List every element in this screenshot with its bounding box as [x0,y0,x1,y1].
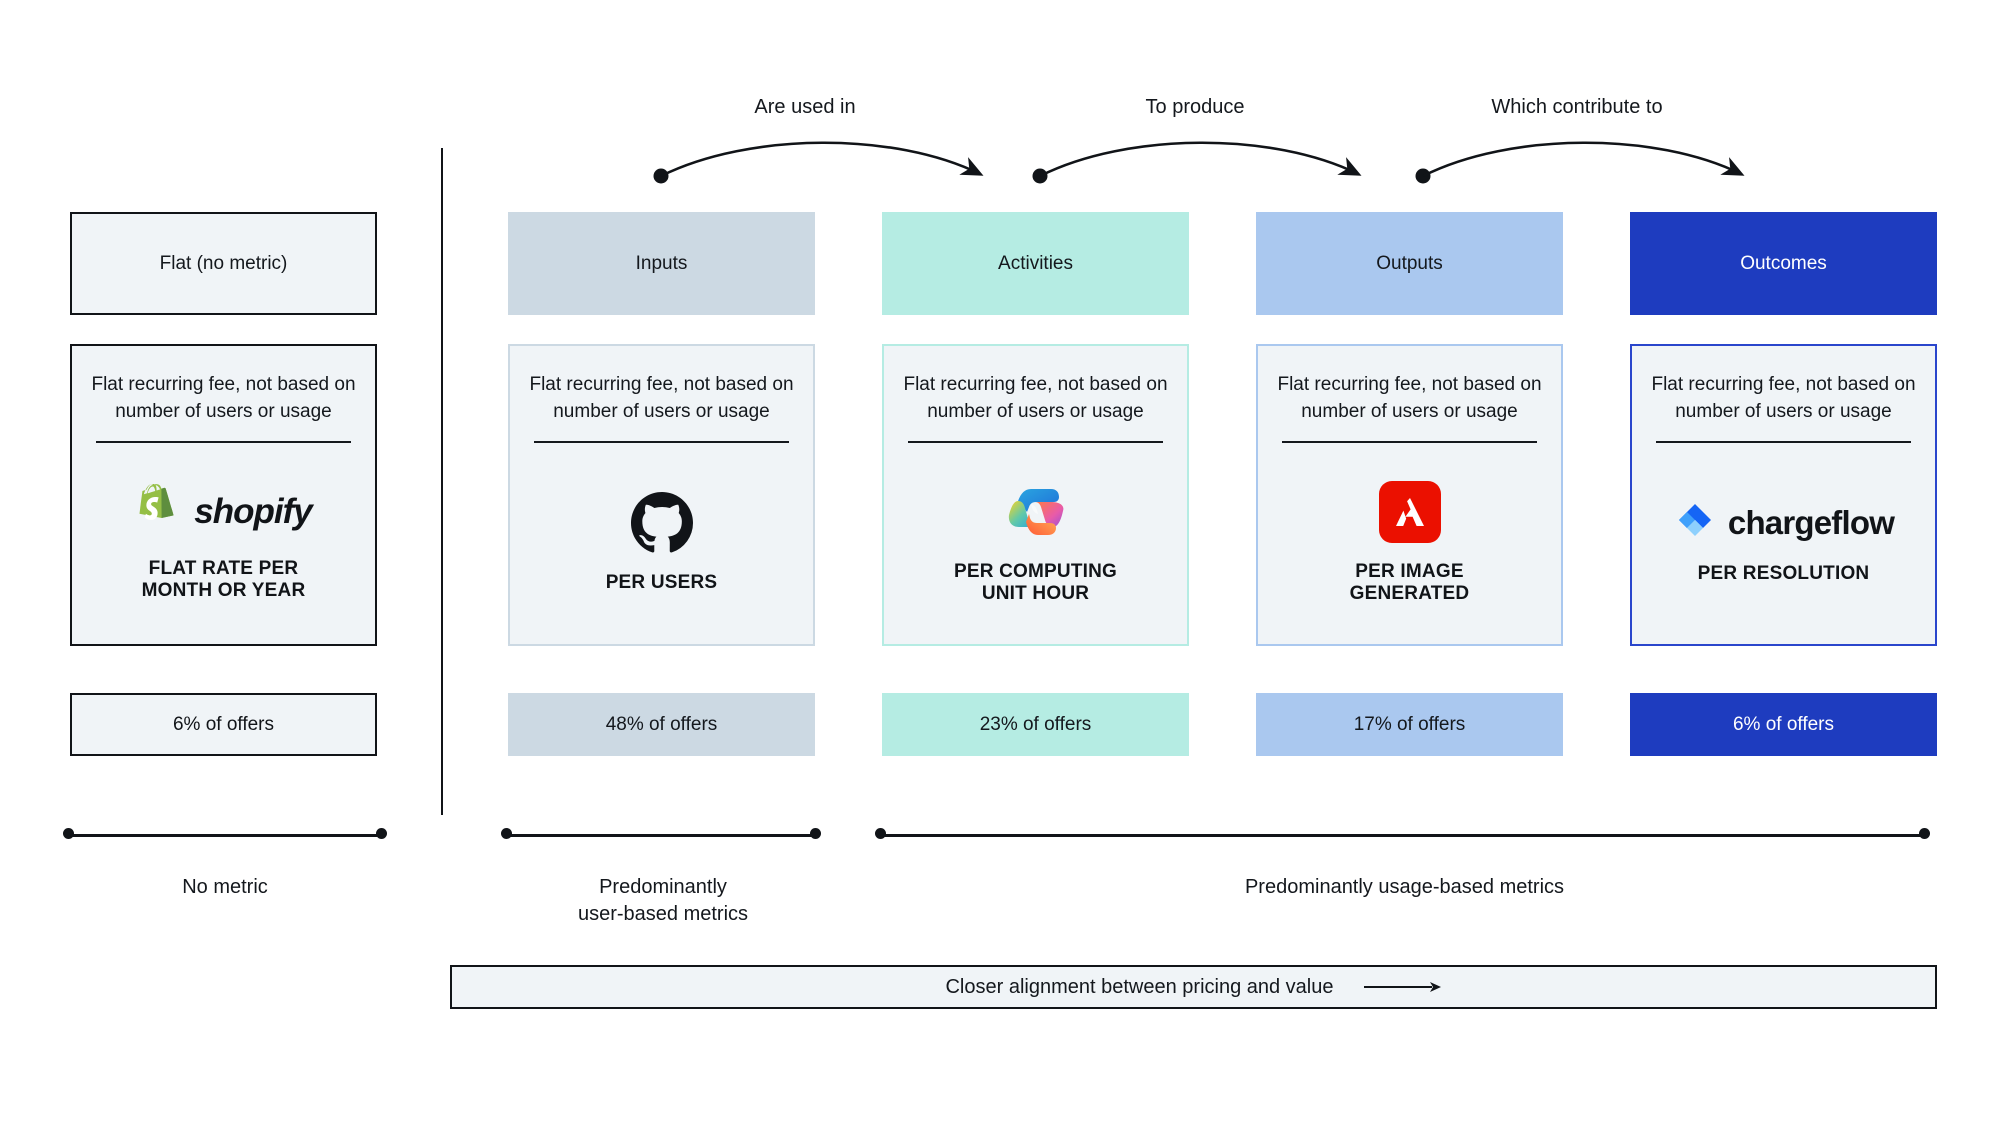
outputs-card-logo-area: PER IMAGE GENERATED [1258,443,1561,644]
shopify-bag-icon [139,483,174,520]
column-percentage-outputs-label: 17% of offers [1353,713,1466,735]
column-header-outcomes: Outcomes [1630,212,1937,315]
alignment-bar: Closer alignment between pricing and val… [450,965,1937,1009]
column-card-activities: Flat recurring fee, not based on number … [882,344,1189,646]
flat-card-rule [96,440,351,443]
alignment-bar-label: Closer alignment between pricing and val… [945,975,1334,998]
shopify-logo: shopify [135,483,313,540]
flat-column-header-label: Flat (no metric) [159,252,288,274]
column-percentage-outputs: 17% of offers [1256,693,1563,756]
column-header-inputs-label: Inputs [635,252,688,274]
adobe-logo [1378,480,1441,543]
column-percentage-inputs: 48% of offers [508,693,815,756]
outcomes-card-logo-area: chargeflow PER RESOLUTION [1632,443,1935,644]
flow-arrows [653,141,1745,184]
chargeflow-mark-icon [1678,504,1711,537]
flow-caption-2: To produce [1145,96,1245,118]
flat-card-logo-area: shopify FLAT RATE PER MONTH OR YEAR [72,443,375,644]
column-header-activities: Activities [882,212,1189,315]
outcomes-card-metric-label: PER RESOLUTION [1697,563,1870,585]
microsoft-copilot-logo [1008,488,1063,535]
activities-card-description: Flat recurring fee, not based on number … [903,374,1168,422]
flat-column-percentage-label: 6% of offers [172,713,275,735]
inputs-card-description: Flat recurring fee, not based on number … [529,374,794,422]
outcomes-card-rule [1656,440,1911,443]
activities-card-metric-label: PER COMPUTING UNIT HOUR [953,560,1118,605]
github-logo [630,492,693,553]
bracket-caption-no-metric: No metric [182,876,268,898]
flat-column-header: Flat (no metric) [70,212,377,315]
bracket-no-metric [60,824,390,850]
column-header-activities-label: Activities [998,252,1073,274]
flat-card-metric-label: FLAT RATE PER MONTH OR YEAR [141,557,306,602]
column-percentage-activities-label: 23% of offers [979,713,1092,735]
bracket-caption-usage-based: Predominantly usage-based metrics [1244,876,1565,898]
section-divider [441,148,443,815]
column-percentage-outcomes-label: 6% of offers [1732,713,1835,735]
inputs-card-logo-area: PER USERS [510,443,813,644]
shopify-wordmark: shopify [194,491,312,531]
right-arrow-icon [1363,982,1441,992]
column-header-outcomes-label: Outcomes [1740,252,1827,274]
flow-caption-3: Which contribute to [1491,96,1663,118]
column-card-outcomes: Flat recurring fee, not based on number … [1630,344,1937,646]
column-header-outputs-label: Outputs [1376,252,1443,274]
flat-column-card: Flat recurring fee, not based on number … [70,344,377,646]
outputs-card-description: Flat recurring fee, not based on number … [1277,374,1542,422]
outputs-card-metric-label: PER IMAGE GENERATED [1349,560,1470,605]
column-header-inputs: Inputs [508,212,815,315]
chargeflow-wordmark: chargeflow [1727,504,1895,542]
adobe-a-icon [1395,497,1424,526]
column-percentage-inputs-label: 48% of offers [605,713,718,735]
chargeflow-logo: chargeflow [1673,501,1895,545]
inputs-card-metric-label: PER USERS [605,572,718,594]
column-percentage-outcomes: 6% of offers [1630,693,1937,756]
flow-caption-1: Are used in [754,96,856,118]
outputs-card-rule [1282,440,1537,443]
column-percentage-activities: 23% of offers [882,693,1189,756]
flat-card-description: Flat recurring fee, not based on number … [91,374,356,422]
activities-card-logo-area: PER COMPUTING UNIT HOUR [884,443,1187,644]
column-card-inputs: Flat recurring fee, not based on number … [508,344,815,646]
inputs-card-rule [534,440,789,443]
bracket-usage-based [872,824,1937,850]
bracket-caption-user-based: Predominantly user-based metrics [577,876,749,925]
column-card-outputs: Flat recurring fee, not based on number … [1256,344,1563,646]
outcomes-card-description: Flat recurring fee, not based on number … [1651,374,1916,422]
flat-column-percentage: 6% of offers [70,693,377,756]
column-header-outputs: Outputs [1256,212,1563,315]
bracket-user-based [498,824,828,850]
activities-card-rule [908,440,1163,443]
